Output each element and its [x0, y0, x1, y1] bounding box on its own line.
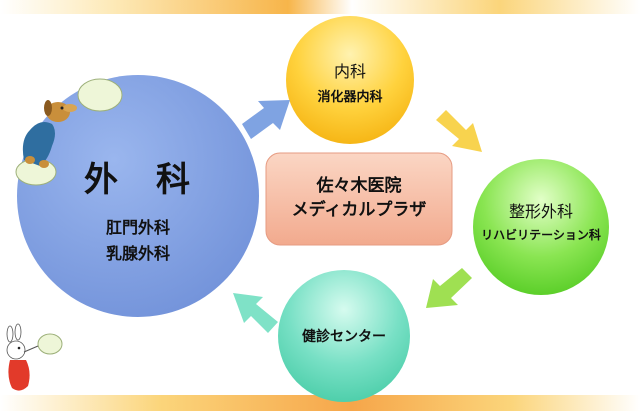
bottom-decorative-band — [0, 395, 640, 411]
arrow-geka-to-naika — [242, 100, 290, 139]
naika-sub: 消化器内科 — [317, 90, 383, 105]
rabbit-mascot-illustration — [6, 323, 63, 391]
seikei-circle — [473, 159, 609, 295]
center-line1: 佐々木医院 — [316, 176, 402, 196]
arrow-kenshin-to-geka — [233, 293, 278, 333]
geka-circle — [17, 75, 259, 317]
arrow-seikei-to-kenshin — [426, 268, 472, 308]
arrow-naika-to-seikei — [436, 110, 482, 152]
geka-sub-nyusen: 乳腺外科 — [105, 244, 170, 263]
center-box — [265, 152, 453, 246]
seikei-title: 整形外科 — [508, 202, 573, 221]
geka-title: 外 科 — [84, 160, 192, 200]
center-line2: メディカルプラザ — [291, 200, 427, 220]
kenshin-circle — [278, 270, 410, 402]
seikei-sub: リハビリテーション科 — [481, 228, 601, 242]
naika-circle — [286, 16, 414, 144]
dog-mascot-illustration — [15, 78, 123, 186]
kenshin-title: 健診センター — [302, 329, 386, 345]
top-decorative-band — [0, 0, 640, 14]
geka-sub-koumon: 肛門外科 — [105, 218, 170, 237]
naika-title: 内科 — [333, 62, 366, 81]
